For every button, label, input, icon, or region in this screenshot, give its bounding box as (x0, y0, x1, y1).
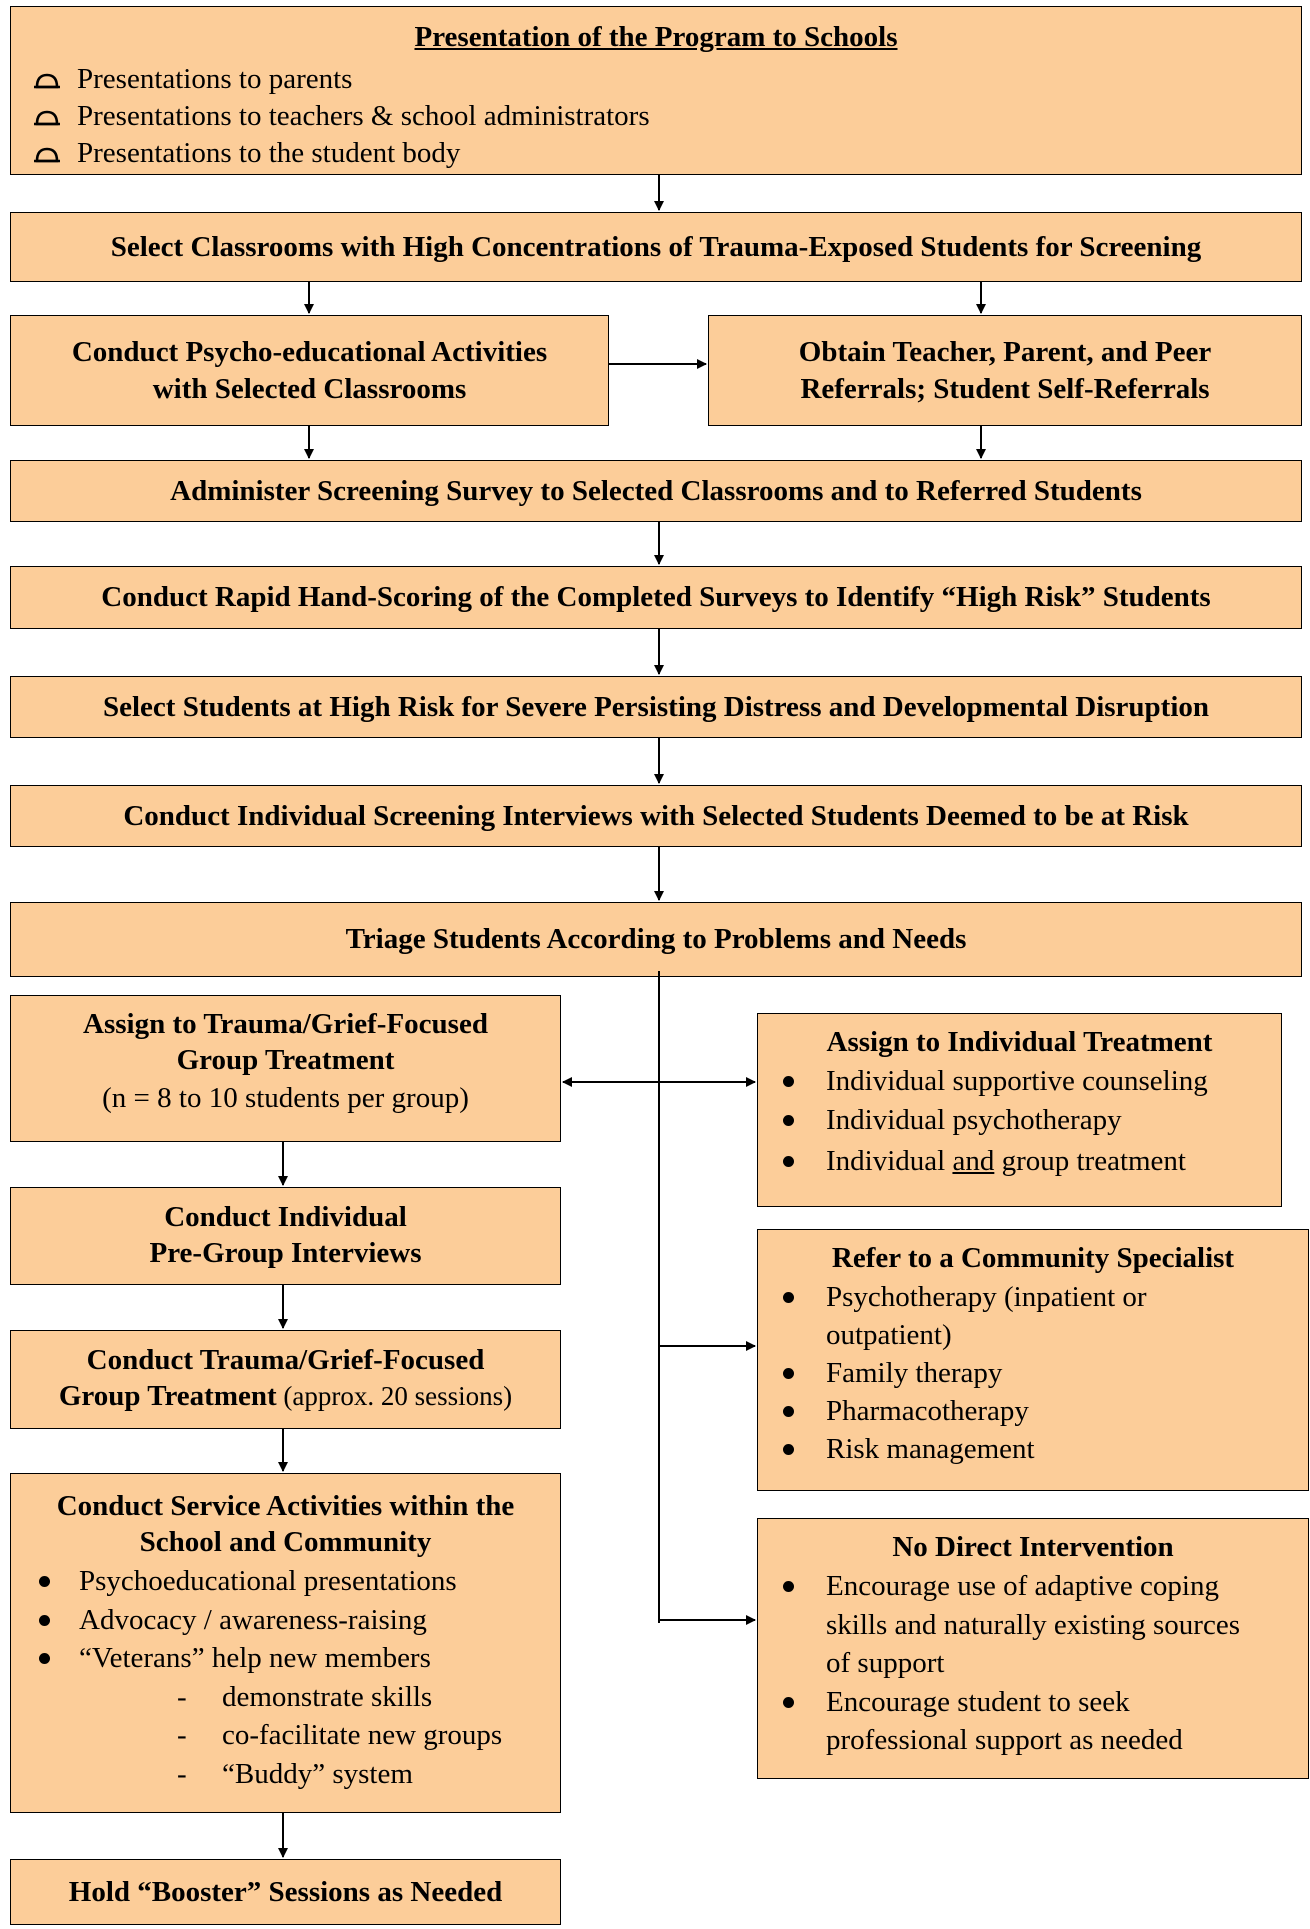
community-item: Family therapy (758, 1354, 1147, 1392)
service-subitem: -demonstrate skills (177, 1680, 433, 1713)
community-item: Pharmacotherapy (758, 1392, 1147, 1430)
individual-item: Individual supportive counseling (758, 1062, 1208, 1101)
presentation-item: Presentations to teachers & school admin… (33, 98, 650, 135)
referrals-box: Obtain Teacher, Parent, and Peer Referra… (708, 315, 1302, 426)
service-item: Advocacy / awareness-raising (11, 1601, 502, 1640)
no-direct-item: Encourage student to seek (758, 1683, 1240, 1722)
no-direct-box: No Direct Intervention Encourage use of … (757, 1518, 1309, 1779)
community-box: Refer to a Community Specialist Psychoth… (757, 1229, 1309, 1491)
bell-icon (34, 147, 60, 163)
individual-item: Individual and group treatment (758, 1142, 1208, 1181)
service-item: Psychoeducational presentations (11, 1562, 502, 1601)
presentation-title: Presentation of the Program to Schools (414, 21, 898, 53)
pregroup-box: Conduct Individual Pre-Group Interviews (10, 1187, 561, 1285)
select-classrooms-box: Select Classrooms with High Concentratio… (10, 212, 1302, 282)
triage-box: Triage Students According to Problems an… (10, 902, 1302, 977)
group-assign-box: Assign to Trauma/Grief-Focused Group Tre… (10, 995, 561, 1142)
community-item: Risk management (758, 1430, 1147, 1468)
no-direct-item: Encourage use of adaptive coping (758, 1567, 1240, 1606)
bell-icon (34, 73, 60, 89)
psychoeducational-box: Conduct Psycho-educational Activities wi… (10, 315, 609, 426)
individual-box: Assign to Individual Treatment Individua… (757, 1013, 1282, 1207)
presentation-item: Presentations to parents (33, 61, 650, 98)
no-direct-item-cont: skills and naturally existing sources (826, 1608, 1240, 1641)
select-students-box: Select Students at High Risk for Severe … (10, 676, 1302, 738)
bell-icon (34, 110, 60, 126)
no-direct-item-cont: of support (826, 1647, 945, 1679)
interviews-box: Conduct Individual Screening Interviews … (10, 785, 1302, 847)
service-box: Conduct Service Activities within the Sc… (10, 1473, 561, 1813)
service-subitem: -“Buddy” system (177, 1757, 413, 1790)
community-item-cont: outpatient) (826, 1319, 952, 1351)
presentation-item: Presentations to the student body (33, 135, 650, 172)
booster-box: Hold “Booster” Sessions as Needed (10, 1859, 561, 1925)
group-treatment-box: Conduct Trauma/Grief-Focused Group Treat… (10, 1330, 561, 1429)
administer-box: Administer Screening Survey to Selected … (10, 460, 1302, 522)
scoring-box: Conduct Rapid Hand-Scoring of the Comple… (10, 566, 1302, 629)
community-item: Psychotherapy (inpatient or (758, 1278, 1147, 1316)
service-subitem: -co-facilitate new groups (177, 1719, 503, 1751)
individual-item: Individual psychotherapy (758, 1101, 1208, 1140)
presentation-box: Presentation of the Program to Schools P… (10, 6, 1302, 175)
presentation-list: Presentations to parents Presentations t… (33, 61, 650, 172)
service-item: “Veterans” help new members (11, 1639, 502, 1678)
no-direct-item-cont: professional support as needed (826, 1724, 1183, 1756)
